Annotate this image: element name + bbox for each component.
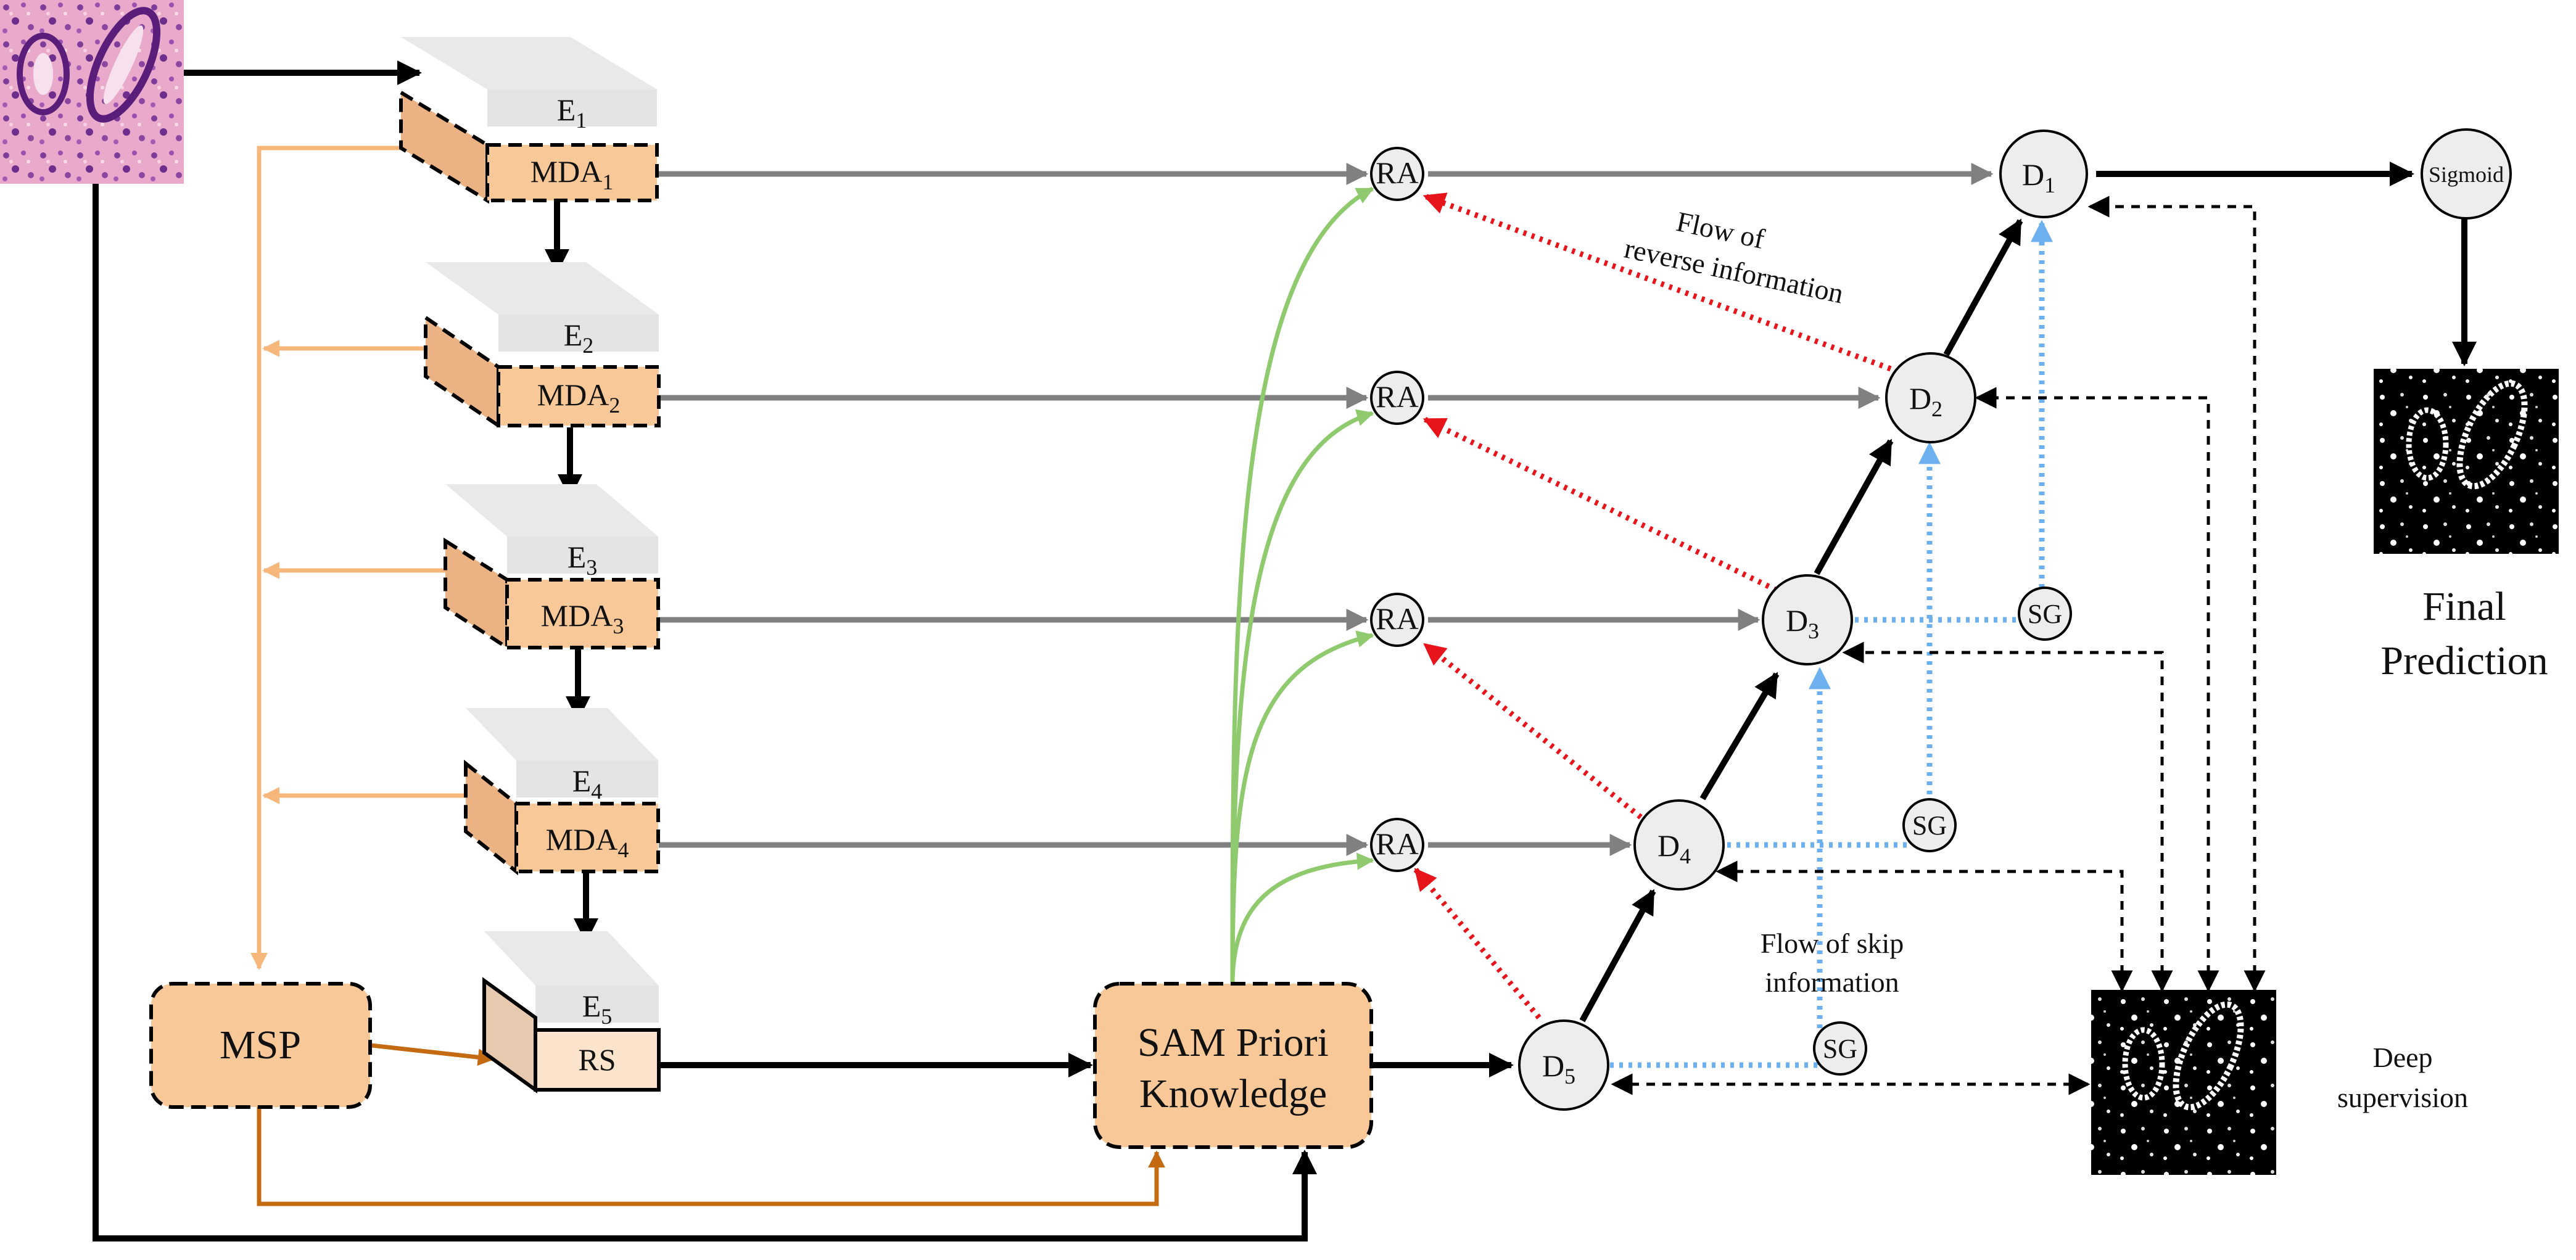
- ra-node-1: RA: [1370, 147, 1424, 201]
- encoder-label: E5: [582, 989, 613, 1029]
- msp-label: MSP: [220, 1023, 301, 1068]
- decoder-node-2: D2: [1885, 352, 1976, 443]
- encoder-flow-arrows: [93, 60, 1514, 1241]
- input-image: [0, 0, 184, 184]
- deep-supervision-image: [2091, 990, 2276, 1175]
- decoder-node-1: D1: [1999, 130, 2088, 218]
- rs-side-face: [482, 977, 537, 1093]
- svg-text:Sigmoid: Sigmoid: [2429, 162, 2504, 187]
- skip-information-annotation-line2: information: [1765, 966, 1899, 998]
- svg-text:D3: D3: [1786, 603, 1819, 643]
- svg-text:SG: SG: [1823, 1034, 1857, 1064]
- sam-prior-block: SAM Priori Knowledge: [1093, 982, 1373, 1149]
- svg-text:SG: SG: [1912, 810, 1947, 841]
- mda-front-face: [497, 365, 661, 427]
- encoder-front-face: [498, 315, 659, 352]
- msp-input-arrows: [250, 146, 466, 970]
- sg-node-1: SG: [2018, 587, 2072, 641]
- input-to-sam-arrow: [93, 184, 1317, 1241]
- msp-block: MSP: [149, 982, 372, 1109]
- encoder-front-face: [507, 537, 658, 574]
- encoder-top-face: [426, 262, 659, 315]
- reverse-information-annotation: Flow of reverse information: [1622, 205, 1846, 309]
- sam-label-line1: SAM Priori: [1137, 1020, 1329, 1065]
- mda-label: MDA3: [541, 598, 624, 638]
- encoder-front-face: [535, 986, 659, 1023]
- deep-supervision-label-line2: supervision: [2337, 1082, 2468, 1113]
- encoder-block-1: E1 MDA1: [399, 37, 659, 204]
- final-prediction-label-line2: Prediction: [2380, 638, 2548, 683]
- final-prediction-image: [2374, 369, 2559, 554]
- encoder-block-2: E2 MDA2: [424, 262, 661, 429]
- encoder-top-face: [466, 708, 658, 760]
- reverse-information-arrows: [1413, 192, 1892, 1019]
- rs-label: RS: [578, 1042, 616, 1077]
- msp-output-arrows: [257, 1043, 1165, 1206]
- decoder-node-3: D3: [1762, 574, 1853, 665]
- svg-text:RA: RA: [1376, 379, 1418, 414]
- svg-text:D2: D2: [1909, 381, 1942, 421]
- sigmoid-node: Sigmoid: [2421, 128, 2512, 220]
- encoder-label: E3: [568, 540, 598, 580]
- gray-skip-arrows: [659, 163, 1994, 856]
- decoder-node-5: D5: [1518, 1019, 1609, 1111]
- rs-front-face: [534, 1028, 661, 1092]
- mda-label: MDA4: [546, 822, 629, 862]
- encoder-block-3: E3 MDA3: [444, 484, 660, 651]
- sam-label-line2: Knowledge: [1139, 1071, 1327, 1116]
- mda-label: MDA1: [530, 154, 614, 194]
- svg-text:RA: RA: [1376, 601, 1418, 636]
- svg-text:SG: SG: [2028, 599, 2062, 629]
- encoder-top-face: [401, 37, 657, 89]
- mda-label: MDA2: [537, 377, 621, 418]
- deep-supervision-arrows: [1611, 196, 2266, 1095]
- decoder-node-4: D4: [1633, 799, 1725, 891]
- final-prediction-label-line1: Final: [2422, 584, 2506, 629]
- encoder-front-face: [487, 89, 657, 126]
- mda-side-face: [444, 537, 509, 651]
- sg-node-2: SG: [1902, 798, 1957, 852]
- svg-text:D5: D5: [1542, 1048, 1575, 1089]
- encoder-top-face: [484, 931, 659, 986]
- encoder-label: E4: [572, 764, 603, 804]
- encoder-label: E1: [557, 93, 587, 133]
- encoder-block-5: E5 RS: [482, 931, 661, 1093]
- ra-node-3: RA: [1370, 593, 1424, 647]
- sg-node-3: SG: [1813, 1021, 1867, 1076]
- svg-text:RA: RA: [1376, 155, 1418, 190]
- encoder-block-4: E4 MDA4: [464, 708, 660, 876]
- decoder-chain-arrows: [1579, 162, 2477, 1023]
- ra-node-4: RA: [1370, 818, 1424, 872]
- encoder-front-face: [516, 760, 658, 797]
- mda-side-face: [424, 314, 500, 429]
- mda-front-face: [505, 578, 660, 649]
- svg-text:D4: D4: [1657, 828, 1691, 868]
- green-prior-arrows: [1230, 186, 1374, 982]
- mda-front-face: [485, 143, 659, 202]
- encoder-label: E2: [564, 318, 594, 358]
- deep-supervision-label-line1: Deep: [2372, 1042, 2432, 1073]
- svg-text:RA: RA: [1376, 826, 1418, 861]
- mda-front-face: [514, 802, 660, 873]
- encoder-top-face: [445, 484, 658, 537]
- mda-side-face: [399, 89, 489, 204]
- svg-text:D1: D1: [2022, 157, 2055, 197]
- mda-side-face: [464, 759, 518, 876]
- skip-information-annotation-line1: Flow of skip: [1761, 928, 1904, 959]
- ra-node-2: RA: [1370, 371, 1424, 425]
